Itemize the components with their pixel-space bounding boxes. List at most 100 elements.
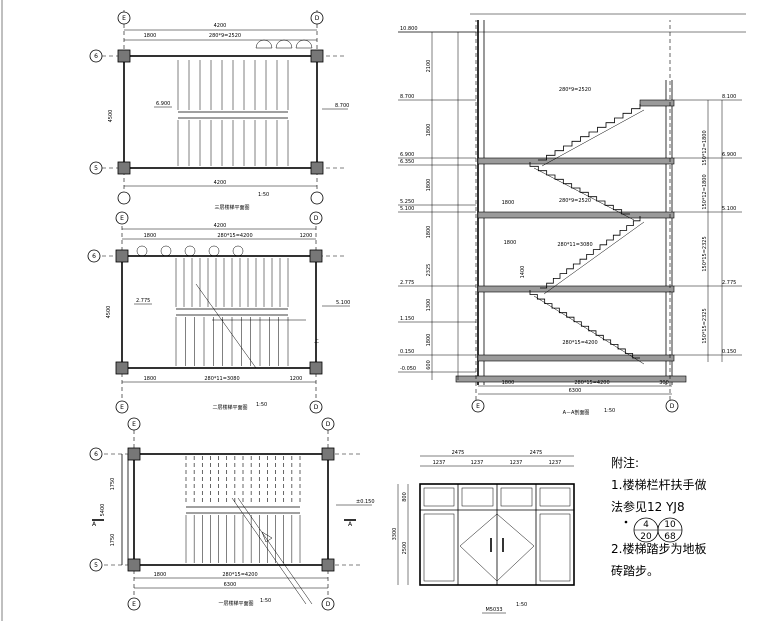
axis-first-bottom-right: D	[326, 601, 331, 608]
section-right-level: 0.150	[722, 349, 736, 355]
section-left-dim: 600	[426, 360, 432, 370]
door-top-dim-1: 2475	[452, 450, 465, 456]
section-left-dim: 1800	[426, 334, 432, 347]
second-floor-plan: 4200 1800 280*15=4200 1200 上 2.775 5.100…	[87, 211, 350, 414]
dim-second-bottom-c: 1200	[290, 376, 303, 382]
dim-third-side: 4500	[108, 110, 114, 123]
section-bottom-dim-2: 280*15=4200	[574, 380, 609, 386]
detail-ref-top-right: 10	[664, 520, 676, 530]
stair-soffit	[543, 221, 645, 295]
axis-first-left-bottom: 5	[94, 562, 98, 569]
first-floor-plan: ±0.150 A A 5400 1750 1750 1800 280*15=42…	[89, 417, 375, 611]
section-flight-dim-3: 280*11=3080	[557, 242, 592, 248]
level-third-right: 8.700	[335, 103, 349, 109]
door-cell-dim-3: 1237	[510, 460, 523, 466]
axis-second-bottom-right: D	[314, 404, 319, 411]
dim-first-bottom-a: 1800	[154, 572, 167, 578]
title-second-plan: 二层楼梯平面图	[212, 404, 247, 411]
axis-first-top-left: E	[132, 421, 136, 428]
section-bottom-total: 6300	[569, 388, 582, 394]
door-top-dim-2: 2475	[530, 450, 543, 456]
dim-first-side: 5400	[100, 504, 106, 517]
section-right-dim-3: 150*15=2325	[702, 236, 708, 271]
section-left-dim: 1800	[426, 226, 432, 239]
door-cell-dim-2: 1237	[471, 460, 484, 466]
section-left-dim: 1800	[426, 179, 432, 192]
section-scale: 1:50	[604, 408, 615, 414]
section-right-dim-1: 150*12=1800	[702, 130, 708, 165]
door-name: M5033	[485, 607, 502, 613]
section-axis-right: D	[670, 403, 675, 410]
section-left-level: 6.900	[400, 152, 414, 158]
section-a-a: 10.8008.7006.9006.3505.2505.1002.7751.15…	[398, 13, 746, 416]
door-side-total: 3300	[392, 528, 398, 541]
stair-flight	[529, 162, 630, 215]
axis-third-top-right: D	[315, 15, 320, 22]
notes-line-1: 1.楼梯栏杆扶手做	[611, 477, 706, 492]
section-flight-dim-2: 280*9=2520	[559, 198, 591, 204]
dim-second-bottom-a: 1800	[144, 376, 157, 382]
detail-ref-bottom-right: 68	[664, 532, 676, 542]
door-side-dim-b: 2500	[402, 542, 408, 555]
section-right-level: 8.100	[722, 94, 736, 100]
section-bottom-dim-3: 300	[659, 380, 669, 386]
door-m5033-elevation: 2475 2475 1237 1237 1237 1237 800 2500 3…	[392, 450, 575, 614]
stair-soffit	[533, 167, 635, 221]
stair-soffit	[533, 295, 645, 365]
dim-first-side-a: 1750	[110, 478, 116, 491]
dim-second-top-c: 1200	[300, 233, 313, 239]
section-flight-dim-1: 280*9=2520	[559, 87, 591, 93]
section-misc-c: 1400	[520, 266, 526, 279]
level-first-right: ±0.150	[356, 499, 375, 505]
section-left-dim: 1300	[426, 299, 432, 312]
axis-third-left-top: 6	[94, 53, 98, 60]
axis-second-left: 6	[92, 253, 96, 260]
dim-second-top-a: 1800	[144, 233, 157, 239]
door-side-dim-a: 800	[402, 492, 408, 502]
stair-flight	[540, 216, 641, 289]
title-third-plan: 三层楼梯平面图	[214, 204, 249, 211]
notes-block: 附注: 1.楼梯栏杆扶手做 法参见12 YJ8 4 20 10 68 2.楼梯踏…	[611, 455, 706, 578]
detail-ref-top-left: 4	[643, 520, 649, 530]
section-left-dim: 1800	[426, 124, 432, 137]
section-left-level: 8.700	[400, 94, 414, 100]
axis-first-bottom-left: E	[132, 601, 136, 608]
notes-heading: 附注:	[611, 455, 639, 470]
section-left-level: 5.250	[400, 199, 414, 205]
dim-second-top-total: 4200	[214, 223, 227, 229]
third-floor-plan: 4200 1800 280*9=2520 6.900 8.700 4500 42…	[89, 10, 349, 211]
notes-line-4: 砖踏步。	[611, 563, 659, 578]
door-scale: 1:50	[516, 602, 527, 608]
notes-line-2: 法参见12 YJ8	[611, 499, 685, 514]
level-second-landing: 2.775	[136, 298, 150, 304]
section-left-level: 2.775	[400, 280, 414, 286]
stair-flight	[538, 104, 641, 161]
section-left-level: 6.350	[400, 159, 414, 165]
section-left-dim: 2100	[426, 60, 432, 73]
dim-third-top-b: 280*9=2520	[209, 33, 241, 39]
section-right-level: 6.900	[722, 152, 736, 158]
section-flight-dim-4: 280*15=4200	[562, 340, 597, 346]
dim-second-top-b: 280*15=4200	[217, 233, 252, 239]
dim-first-bottom-b: 280*15=4200	[222, 572, 257, 578]
section-misc-a: 1800	[502, 200, 515, 206]
section-misc-b: 1800	[504, 240, 517, 246]
title-first-plan: 一层楼梯平面图	[218, 600, 253, 607]
section-left-level: 5.100	[400, 206, 414, 212]
stair-soffit	[541, 109, 645, 167]
door-cell-dim-1: 1237	[433, 460, 446, 466]
dim-first-bottom-total: 6300	[224, 582, 237, 588]
notes-line-3: 2.楼梯踏步为地板	[611, 541, 706, 556]
section-axis-left: E	[476, 403, 480, 410]
section-right-level: 2.775	[722, 280, 736, 286]
section-left-level: 0.150	[400, 349, 414, 355]
level-second-right: 5.100	[336, 300, 350, 306]
dim-second-bottom-b: 280*11=3080	[204, 376, 239, 382]
section-right-level: 5.100	[722, 206, 736, 212]
scale-third-plan: 1:50	[258, 192, 269, 198]
door-cell-dim-4: 1237	[549, 460, 562, 466]
stair-flight	[529, 290, 640, 359]
dim-third-top-a: 1800	[144, 33, 157, 39]
